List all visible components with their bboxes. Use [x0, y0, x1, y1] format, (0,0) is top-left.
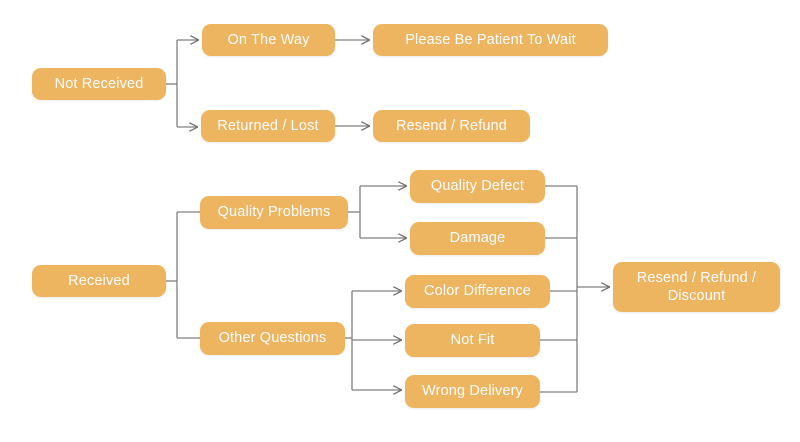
node-not-received[interactable]: Not Received [32, 68, 166, 100]
node-label: On The Way [227, 31, 310, 48]
node-label: Resend / Refund [395, 117, 508, 134]
node-label: Quality Defect [430, 178, 525, 195]
node-wrong-delivery[interactable]: Wrong Delivery [405, 375, 540, 408]
node-label: Damage [449, 230, 506, 247]
node-received[interactable]: Received [32, 265, 166, 297]
node-label: Color Difference [424, 283, 531, 300]
node-please-be-patient-to-wait[interactable]: Please Be Patient To Wait [373, 24, 608, 56]
node-quality-defect[interactable]: Quality Defect [410, 170, 545, 203]
node-damage[interactable]: Damage [410, 222, 545, 255]
node-label: Not Fit [450, 332, 495, 349]
node-quality-problems[interactable]: Quality Problems [200, 196, 348, 229]
node-resend-refund[interactable]: Resend / Refund [373, 110, 530, 142]
node-label: Wrong Delivery [422, 383, 523, 400]
node-resend-refund-discount[interactable]: Resend / Refund / Discount [613, 262, 780, 312]
node-on-the-way[interactable]: On The Way [202, 24, 335, 56]
node-color-difference[interactable]: Color Difference [405, 275, 550, 308]
node-returned-lost[interactable]: Returned / Lost [201, 110, 335, 142]
node-not-fit[interactable]: Not Fit [405, 324, 540, 357]
node-label: Quality Problems [217, 204, 331, 221]
node-label: Resend / Refund / Discount [636, 269, 757, 304]
node-label: Returned / Lost [217, 117, 319, 134]
node-label: Please Be Patient To Wait [405, 31, 576, 48]
node-label: Not Received [54, 75, 144, 92]
node-other-questions[interactable]: Other Questions [200, 322, 345, 355]
node-label: Other Questions [218, 330, 327, 347]
node-label: Received [68, 272, 130, 289]
